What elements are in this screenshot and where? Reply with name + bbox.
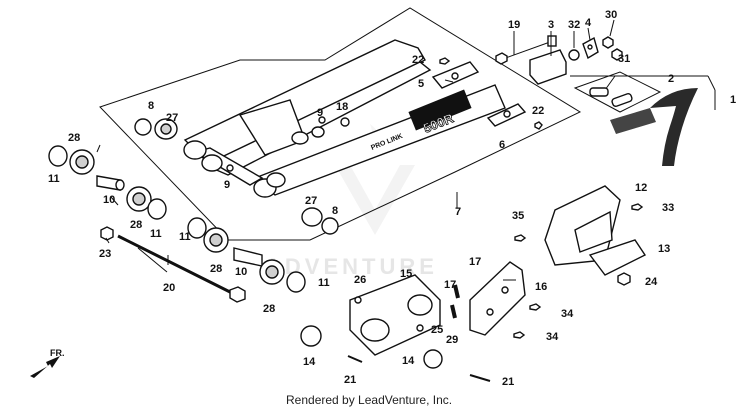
callout-31: 31 xyxy=(618,53,630,65)
callout-leaders xyxy=(96,19,615,281)
callout-30: 30 xyxy=(605,9,617,21)
callout-28-upper: 28 xyxy=(68,132,80,144)
drive-chain xyxy=(570,71,716,166)
callout-10-upper: 10 xyxy=(103,194,115,206)
callout-11-mid: 11 xyxy=(150,228,162,240)
callout-20: 20 xyxy=(163,282,175,294)
callout-21-left: 21 xyxy=(344,374,356,386)
chain-slider-plate xyxy=(469,261,542,339)
callout-11-lower: 11 xyxy=(179,231,191,243)
callout-28-mid: 28 xyxy=(130,219,142,231)
callout-27-lower: 27 xyxy=(305,195,317,207)
callout-34-lower: 34 xyxy=(546,331,559,343)
callout-2: 2 xyxy=(668,73,674,85)
callout-17-upper: 17 xyxy=(469,256,481,268)
chain-guide xyxy=(514,185,647,286)
callout-8-lower: 8 xyxy=(332,205,338,217)
callout-9-lower: 9 xyxy=(224,179,230,191)
callout-22-upper: 22 xyxy=(412,54,424,66)
callout-12: 12 xyxy=(635,182,647,194)
callout-11-upper: 11 xyxy=(48,173,60,185)
callout-34-upper: 34 xyxy=(561,308,574,320)
callout-32: 32 xyxy=(568,19,580,31)
callout-35: 35 xyxy=(512,210,524,222)
callout-17-lower: 17 xyxy=(444,279,456,291)
callout-25: 25 xyxy=(431,324,443,336)
callout-24: 24 xyxy=(645,276,658,288)
callout-16: 16 xyxy=(535,281,547,293)
callout-28-bottom: 28 xyxy=(263,303,275,315)
pivot-bearings xyxy=(48,116,350,293)
callout-23: 23 xyxy=(99,248,111,260)
credit-line: Rendered by LeadVenture, Inc. xyxy=(286,393,452,407)
swingarm: 500R PRO LINK xyxy=(183,39,506,198)
callout-1: 1 xyxy=(730,94,736,106)
callout-10-lower: 10 xyxy=(235,266,247,278)
pivot-bolt xyxy=(100,226,246,303)
callout-3: 3 xyxy=(548,19,554,31)
callout-33: 33 xyxy=(662,202,674,214)
callout-18: 18 xyxy=(336,101,348,113)
lower-link xyxy=(300,274,491,382)
callout-21-right: 21 xyxy=(502,376,514,388)
callout-29: 29 xyxy=(446,334,458,346)
callout-19: 19 xyxy=(508,19,520,31)
callout-8-upper: 8 xyxy=(148,100,154,112)
callout-15: 15 xyxy=(400,268,412,280)
assembly-outline xyxy=(99,7,582,241)
callout-14-left: 14 xyxy=(303,356,316,368)
callout-27-upper: 27 xyxy=(166,112,178,124)
callout-11-bottom: 11 xyxy=(318,277,330,289)
callout-labels: 19 3 32 4 30 31 22 5 2 1 22 6 8 27 9 18 … xyxy=(48,9,736,388)
callout-28-lower: 28 xyxy=(210,263,222,275)
axle-adjuster-parts xyxy=(431,35,623,130)
callout-4: 4 xyxy=(585,17,592,29)
callout-7: 7 xyxy=(455,206,461,218)
callout-13: 13 xyxy=(658,243,670,255)
callout-5: 5 xyxy=(418,78,424,90)
callout-9-upper: 9 xyxy=(317,107,323,119)
callout-14-right: 14 xyxy=(402,355,415,367)
callout-6: 6 xyxy=(499,139,505,151)
callout-22-lower: 22 xyxy=(532,105,544,117)
front-direction-label: FR. xyxy=(50,348,65,358)
front-direction-arrow-icon: FR. xyxy=(30,348,65,378)
callout-26: 26 xyxy=(354,274,366,286)
